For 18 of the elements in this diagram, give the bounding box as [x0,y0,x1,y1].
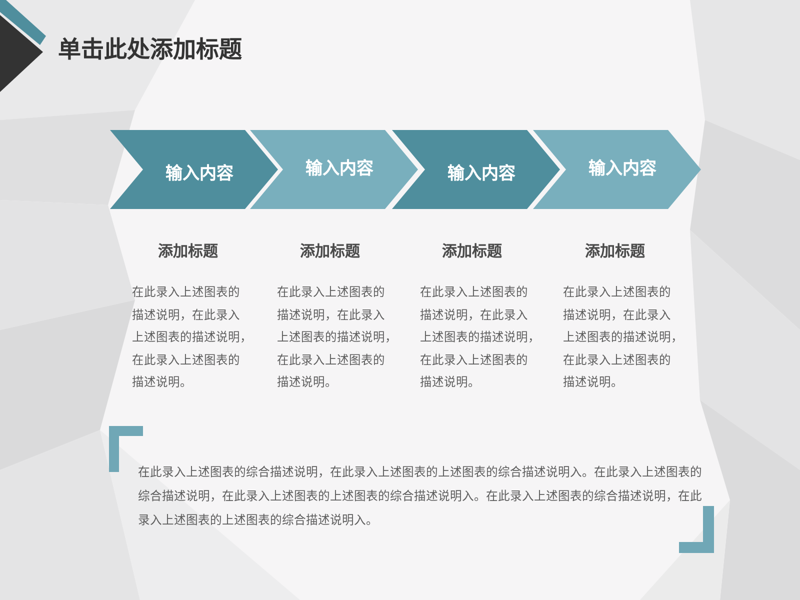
summary-text: 在此录入上述图表的综合描述说明，在此录入上述图表的上述图表的综合描述说明入。在此录入上述图表的综合描述说明，在此录入上述图表的上述图表的综合描述说明入。在此录入上述图表的综合描述说明，在此录入上述图表的上述图表的综合描述说明入。 [138,464,702,529]
column-heading: 添加标题 [585,242,645,262]
process-step [250,130,418,209]
column-heading: 添加标题 [442,242,502,262]
process-step [392,130,560,209]
description-text: 在此录入上述图表的描述说明，在此录入上述图表的描述说明，在此录入上述图表的描述说明。 [420,284,540,391]
process-step [110,130,278,209]
slide-title: 单击此处添加标题 [58,35,242,63]
process-step [533,130,701,209]
column-heading: 添加标题 [300,242,360,262]
description-text: 在此录入上述图表的描述说明，在此录入上述图表的描述说明，在此录入上述图表的描述说明。 [277,284,397,391]
step-label: 输入内容 [448,163,516,185]
step-label: 输入内容 [166,163,234,185]
description-text: 在此录入上述图表的描述说明，在此录入上述图表的描述说明，在此录入上述图表的描述说明。 [563,284,683,391]
step-label: 输入内容 [588,158,656,180]
description-text: 在此录入上述图表的描述说明，在此录入上述图表的描述说明，在此录入上述图表的描述说明。 [132,284,252,391]
column-heading: 添加标题 [158,242,218,262]
step-label: 输入内容 [306,158,374,180]
